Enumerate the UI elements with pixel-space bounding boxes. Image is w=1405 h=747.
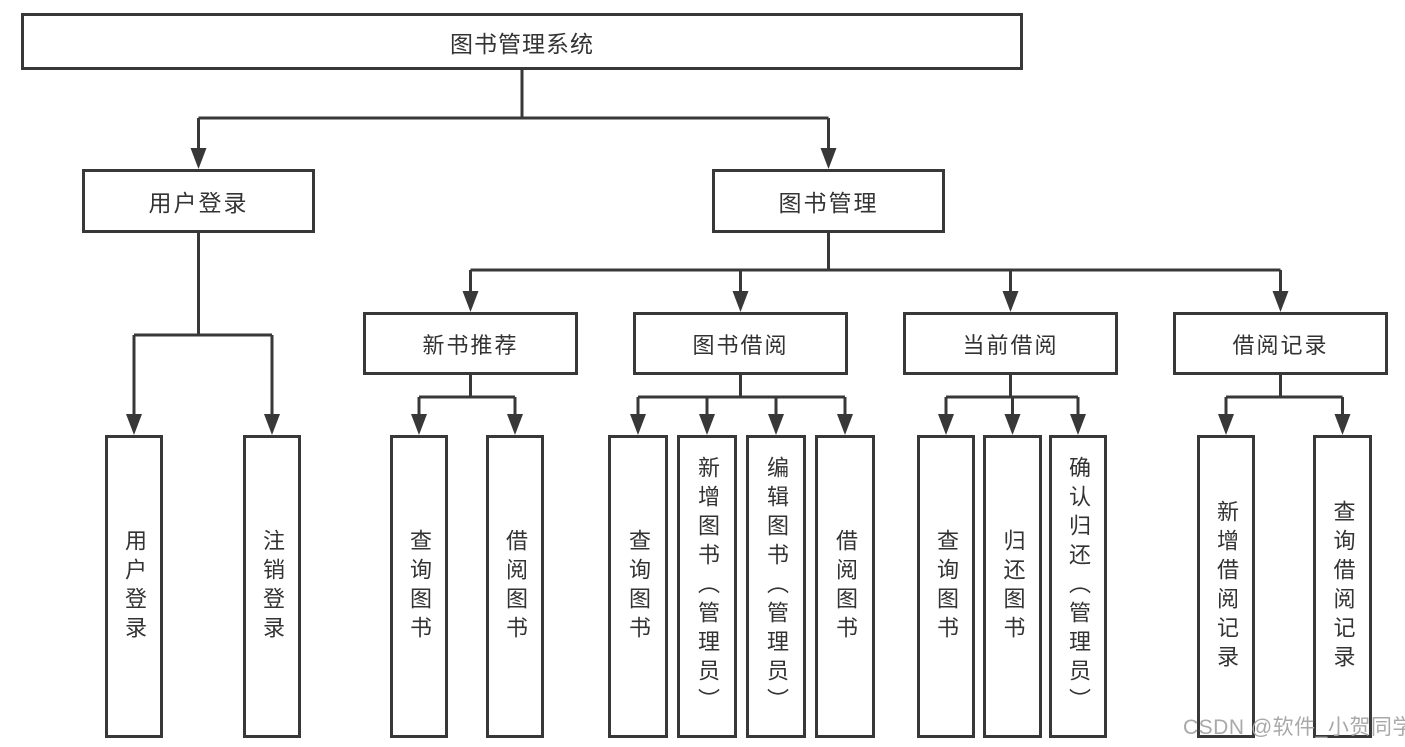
leaf-user-login: 用户登录 — [105, 435, 163, 738]
book-borrow-node: 图书借阅 — [633, 312, 848, 375]
leaf-query-books-3: 查询图书 — [917, 435, 975, 738]
leaf-logout: 注销登录 — [243, 435, 301, 738]
leaf-confirm-return-admin: 确认归还（管理员） — [1049, 435, 1107, 738]
watermark: CSDN @软件_小贺同学 — [1183, 716, 1405, 739]
leaf-query-borrow-record: 查询借阅记录 — [1313, 435, 1372, 738]
leaf-add-borrow-record: 新增借阅记录 — [1197, 435, 1255, 738]
root-node: 图书管理系统 — [21, 13, 1023, 70]
leaf-borrow-books-1: 借阅图书 — [486, 435, 544, 738]
current-borrow-node: 当前借阅 — [903, 312, 1118, 375]
new-book-recommend-node: 新书推荐 — [363, 312, 578, 375]
leaf-borrow-books-2: 借阅图书 — [815, 435, 875, 738]
leaf-query-books-1: 查询图书 — [390, 435, 448, 738]
leaf-add-book-admin: 新增图书（管理员） — [677, 435, 737, 738]
leaf-return-book: 归还图书 — [983, 435, 1042, 738]
book-management-node: 图书管理 — [712, 169, 945, 233]
user-login-node: 用户登录 — [82, 169, 315, 233]
leaf-edit-book-admin: 编辑图书（管理员） — [746, 435, 806, 738]
leaf-query-books-2: 查询图书 — [608, 435, 668, 738]
borrow-records-node: 借阅记录 — [1173, 312, 1388, 375]
